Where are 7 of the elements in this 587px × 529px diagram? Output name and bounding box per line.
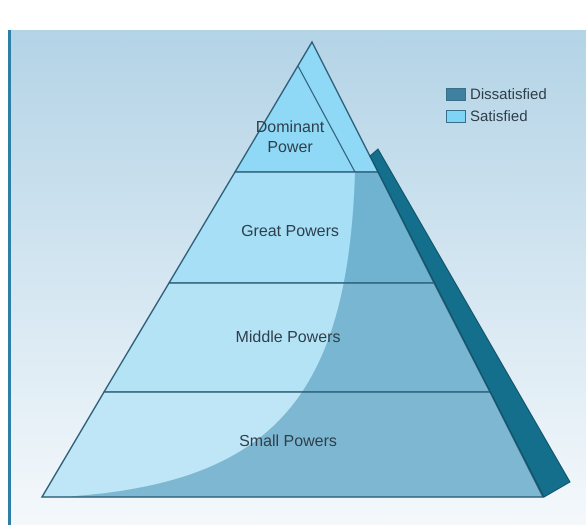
tier-label: Middle Powers: [234, 328, 342, 348]
pyramid-tier: [104, 283, 490, 392]
legend-label: Satisfied: [470, 108, 528, 125]
tier-label: Small Powers: [238, 432, 338, 452]
pyramid-tier: [42, 392, 543, 497]
legend-label: Dissatisfied: [470, 86, 547, 103]
tier-label: Great Powers: [240, 222, 340, 242]
